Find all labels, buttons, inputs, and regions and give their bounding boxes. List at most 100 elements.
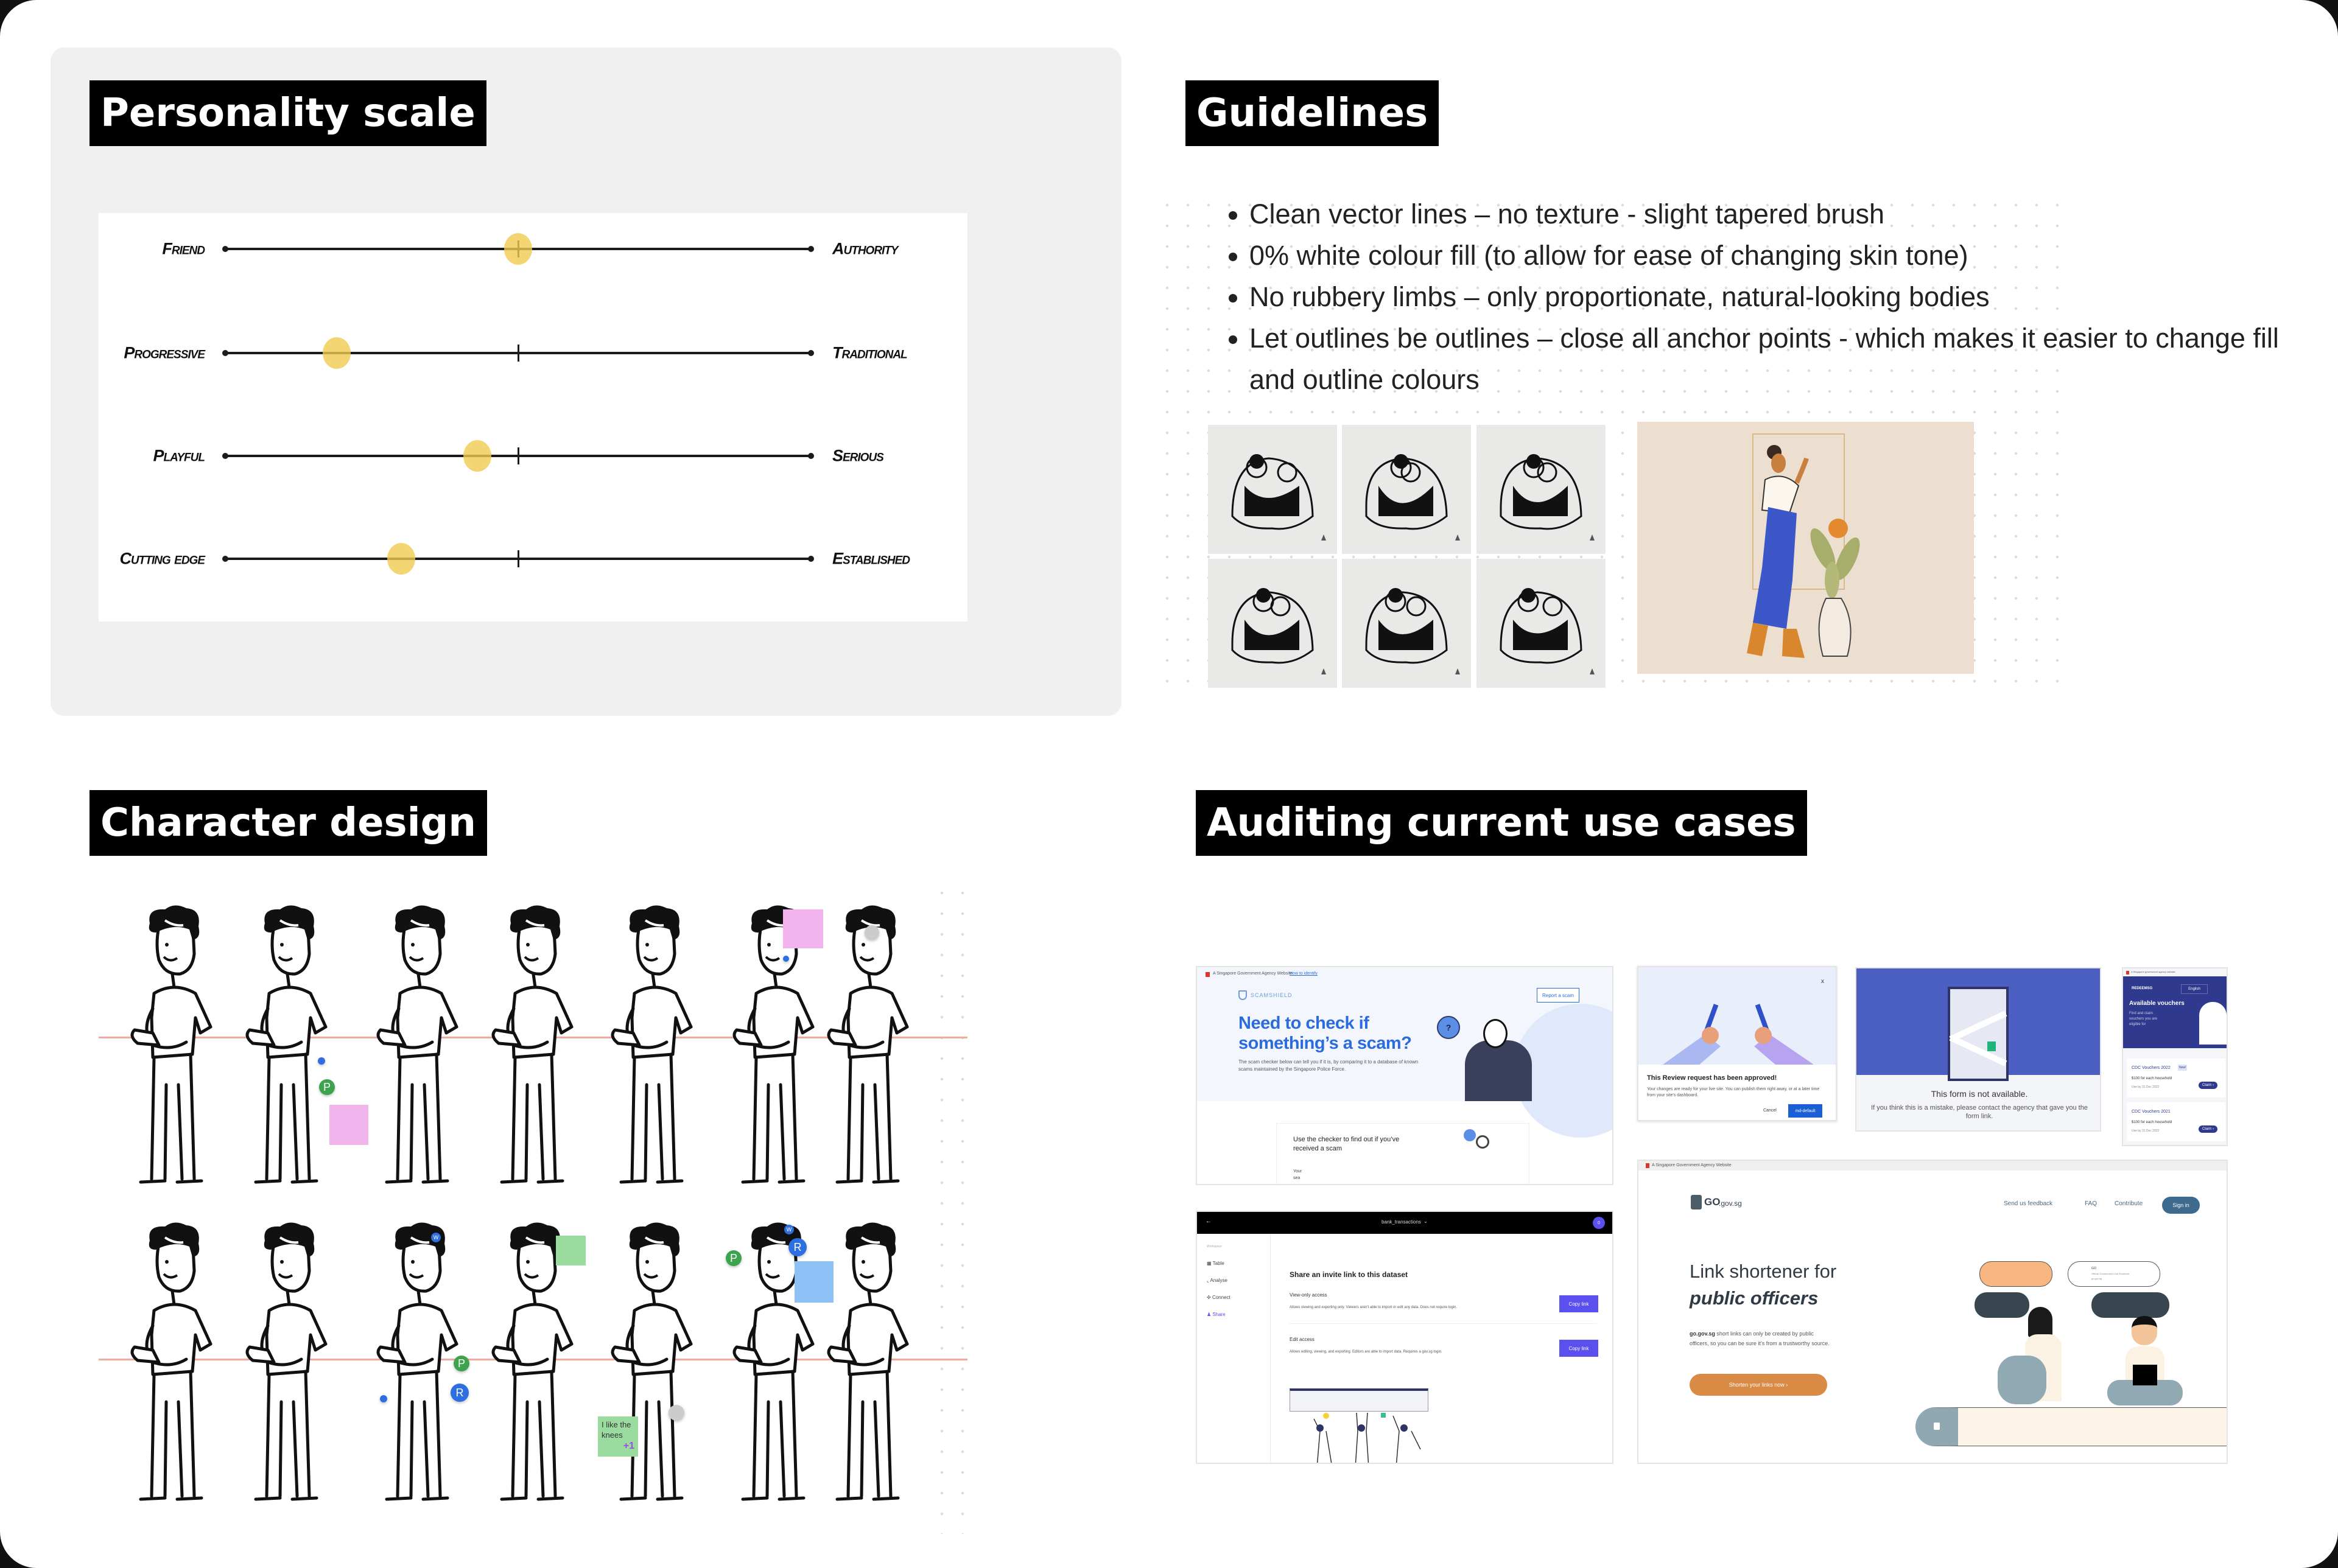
sidebar-item-connect[interactable]: ✣ Connect: [1207, 1295, 1230, 1300]
view-access-title: View-only access: [1290, 1292, 1327, 1298]
edit-access-desc: Allows editing, viewing, and exporting. …: [1290, 1350, 1442, 1354]
how-to-identify-link[interactable]: How to identify: [1290, 971, 1318, 976]
sidebar-item-share[interactable]: ♟ Share: [1207, 1312, 1226, 1317]
sticky-note-text: I like the knees: [602, 1420, 631, 1440]
sidebar-item-label: Table: [1212, 1261, 1224, 1266]
claim-button[interactable]: Claim ›: [2199, 1125, 2217, 1133]
bag: [1987, 1041, 1996, 1051]
voucher-card[interactable]: CDC Vouchers 2021 $100 for each househol…: [2127, 1102, 2225, 1141]
woman-legs: [1998, 1356, 2046, 1404]
modal-title: This Review request has been approved!: [1647, 1074, 1777, 1082]
chat-icon: [1464, 1129, 1476, 1141]
language-dropdown[interactable]: English: [2181, 984, 2208, 994]
close-icon[interactable]: x: [1821, 978, 1824, 985]
lock-icon: [1934, 1423, 1940, 1430]
divider: [1290, 1323, 1597, 1324]
sticky-note-pink[interactable]: [783, 909, 823, 948]
illustration-thumbnail: [1208, 559, 1337, 688]
guideline-item: 0% white colour fill (to allow for ease …: [1249, 235, 2301, 276]
slider-knob[interactable]: [504, 233, 532, 265]
sticky-note-green[interactable]: [556, 1236, 586, 1265]
screenshot-redeemsg: A Singapore government agency website RE…: [2122, 967, 2228, 1146]
slider-knob[interactable]: [322, 337, 351, 369]
avatar[interactable]: P: [726, 1250, 742, 1266]
search-label: Your sea: [1293, 1169, 1302, 1180]
person-illustration: [1465, 1040, 1532, 1101]
woman-illustration: [2028, 1307, 2052, 1337]
slider-end: [808, 246, 814, 252]
slider-knob[interactable]: [463, 440, 491, 472]
voucher-name: CDC Vouchers 2021: [2132, 1110, 2171, 1114]
nav-faq[interactable]: FAQ: [2085, 1200, 2098, 1207]
character-figure: [477, 902, 581, 1185]
voucher-card[interactable]: CDC Vouchers 2022 New! $100 for each hou…: [2127, 1059, 2225, 1097]
sidebar-heading: Workspace: [1207, 1245, 1222, 1248]
nav-feedback[interactable]: Send us feedback: [2004, 1200, 2053, 1207]
user-photo-avatar[interactable]: [865, 925, 879, 940]
lion-icon: [1646, 1163, 1649, 1168]
slider-knob[interactable]: [387, 543, 415, 575]
scale-left-label: Friend: [162, 239, 205, 258]
section-title-auditing: Auditing current use cases: [1196, 790, 1807, 856]
dataset-selector[interactable]: bank_transactions: [1381, 1219, 1421, 1225]
color-illustration-woman: [1637, 422, 1974, 674]
section-title-character-design: Character design: [90, 790, 487, 856]
avatar[interactable]: W: [784, 1225, 794, 1234]
personality-scale-card: [99, 213, 967, 621]
new-badge: New!: [2178, 1065, 2188, 1071]
redeemsg-logo: REDEEMSG: [2132, 987, 2153, 990]
sticky-note-pink[interactable]: [329, 1105, 368, 1145]
man-illustration: [2132, 1316, 2157, 1345]
character-figure: [362, 1219, 466, 1502]
sidebar-item-table[interactable]: ▦ Table: [1207, 1261, 1224, 1266]
screenshot-form-unavailable: This form is not available. If you think…: [1855, 967, 2101, 1132]
user-photo-avatar[interactable]: [669, 1405, 684, 1421]
guidelines-list: Clean vector lines – no texture - slight…: [1218, 194, 2301, 401]
laptop-icon: [2133, 1365, 2157, 1385]
scale-right-label: Established: [832, 549, 910, 568]
bubble-title: GO: [2091, 1267, 2096, 1270]
go-logo: GO: [1704, 1196, 1721, 1208]
question-bubble-icon: ?: [1437, 1016, 1460, 1039]
vouchers-sub: Find and claim vouchers you are eligible…: [2129, 1012, 2158, 1026]
vouchers-heading: Available vouchers: [2129, 1000, 2185, 1007]
avatar[interactable]: R: [788, 1238, 807, 1256]
avatar[interactable]: W: [431, 1233, 441, 1242]
sidebar-item-label: Analyse: [1210, 1278, 1227, 1283]
cancel-button[interactable]: Cancel: [1763, 1108, 1777, 1113]
avatar[interactable]: R: [451, 1384, 469, 1402]
scale-right-label: Serious: [832, 446, 884, 465]
copy-link-button[interactable]: Copy link: [1559, 1340, 1598, 1357]
character-figure: [813, 902, 916, 1185]
md-default-button[interactable]: md-default: [1788, 1104, 1822, 1118]
browser-bar-illustration: [1290, 1388, 1428, 1412]
slider-end: [808, 350, 814, 356]
user-avatar[interactable]: 0: [1593, 1217, 1605, 1229]
report-scam-button[interactable]: Report a scam: [1537, 988, 1579, 1003]
sign-in-button[interactable]: Sign in: [2162, 1197, 2200, 1214]
screenshot-scamshield: A Singapore Government Agency Website Ho…: [1196, 966, 1613, 1185]
slider-end: [222, 350, 228, 356]
slider-end: [222, 556, 228, 562]
shorten-links-button[interactable]: Shorten your links now ›: [1690, 1374, 1827, 1396]
avatar[interactable]: P: [454, 1356, 469, 1371]
copy-link-button[interactable]: Copy link: [1559, 1295, 1598, 1312]
character-figure: [116, 1219, 220, 1502]
hero-heading-line2: public officers: [1690, 1287, 1819, 1309]
claim-button[interactable]: Claim ›: [2199, 1082, 2217, 1089]
chevron-down-icon[interactable]: ⌄: [1424, 1219, 1428, 1224]
illustration-thumbnail: [1476, 425, 1606, 554]
guideline-item: No rubbery limbs – only proportionate, n…: [1249, 276, 2301, 318]
sticky-note-knees[interactable]: I like the knees +1: [598, 1416, 638, 1457]
back-arrow-icon[interactable]: ←: [1206, 1218, 1212, 1225]
character-figure: [597, 1219, 700, 1502]
cursor-dot: [783, 956, 789, 962]
avatar[interactable]: P: [319, 1079, 335, 1095]
sidebar-item-analyse[interactable]: ⌞ Analyse: [1207, 1278, 1227, 1283]
nav-contribute[interactable]: Contribute: [2115, 1200, 2143, 1207]
scale-left-label: Playful: [153, 446, 205, 465]
sticky-note-blue[interactable]: [795, 1261, 834, 1303]
form-unavailable-desc: If you think this is a mistake, please c…: [1871, 1104, 2088, 1120]
screenshot-review-modal: x This Review request has been approved!…: [1637, 966, 1837, 1121]
form-unavailable-title: This form is not available.: [1931, 1089, 2028, 1099]
